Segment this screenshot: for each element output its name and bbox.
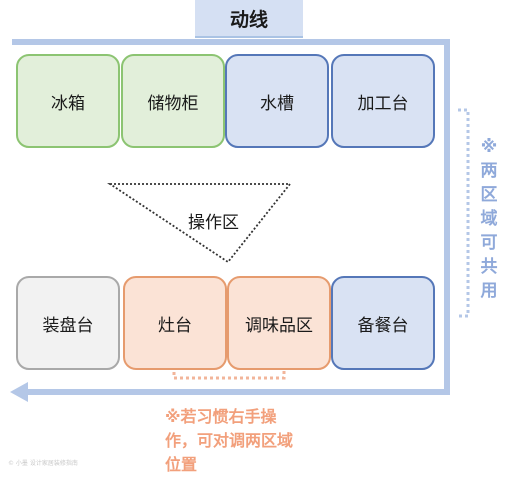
operation-zone-triangle xyxy=(107,183,292,264)
note-shared-zones: ※两区域可共用 xyxy=(480,137,498,301)
dotted-bracket-right xyxy=(458,108,470,318)
zone-seasoning: 调味品区 xyxy=(227,276,331,370)
zone-plating-counter: 装盘台 xyxy=(16,276,120,370)
note-swap-zones: ※若习惯右手操作，可对调两区域位置 xyxy=(165,407,294,474)
dotted-bracket-bottom xyxy=(172,366,286,380)
zone-sink: 水槽 xyxy=(225,54,329,148)
zone-storage-cabinet: 储物柜 xyxy=(121,54,225,148)
zone-stove: 灶台 xyxy=(123,276,227,370)
operation-zone-label: 操作区 xyxy=(188,213,239,233)
zone-serving-counter: 备餐台 xyxy=(331,276,435,370)
page-title: 动线 xyxy=(195,0,303,38)
zone-fridge: 冰箱 xyxy=(16,54,120,148)
zone-prep-counter: 加工台 xyxy=(331,54,435,148)
watermark: © 小墨 设计家居装修指南 xyxy=(8,460,78,467)
flow-line xyxy=(12,39,450,395)
arrow-head-icon xyxy=(10,382,28,402)
